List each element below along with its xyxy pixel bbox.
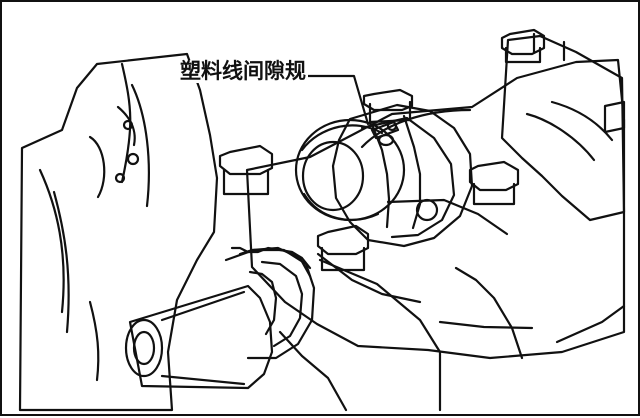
crankcase [245,58,626,360]
plastigage-callout-label: 塑料线间隙规 [178,59,308,83]
bolt-top-center [362,88,414,124]
bolt-right-edge [603,100,626,134]
plastigage-strip [370,120,400,140]
bearing-cap [331,103,474,248]
bolt-top-right [500,28,546,64]
bolt-left [218,144,274,196]
callout-leader-line [304,74,370,126]
bolt-right [468,160,520,206]
engine-block-casting [18,52,219,412]
crankshaft-nose [124,246,316,390]
